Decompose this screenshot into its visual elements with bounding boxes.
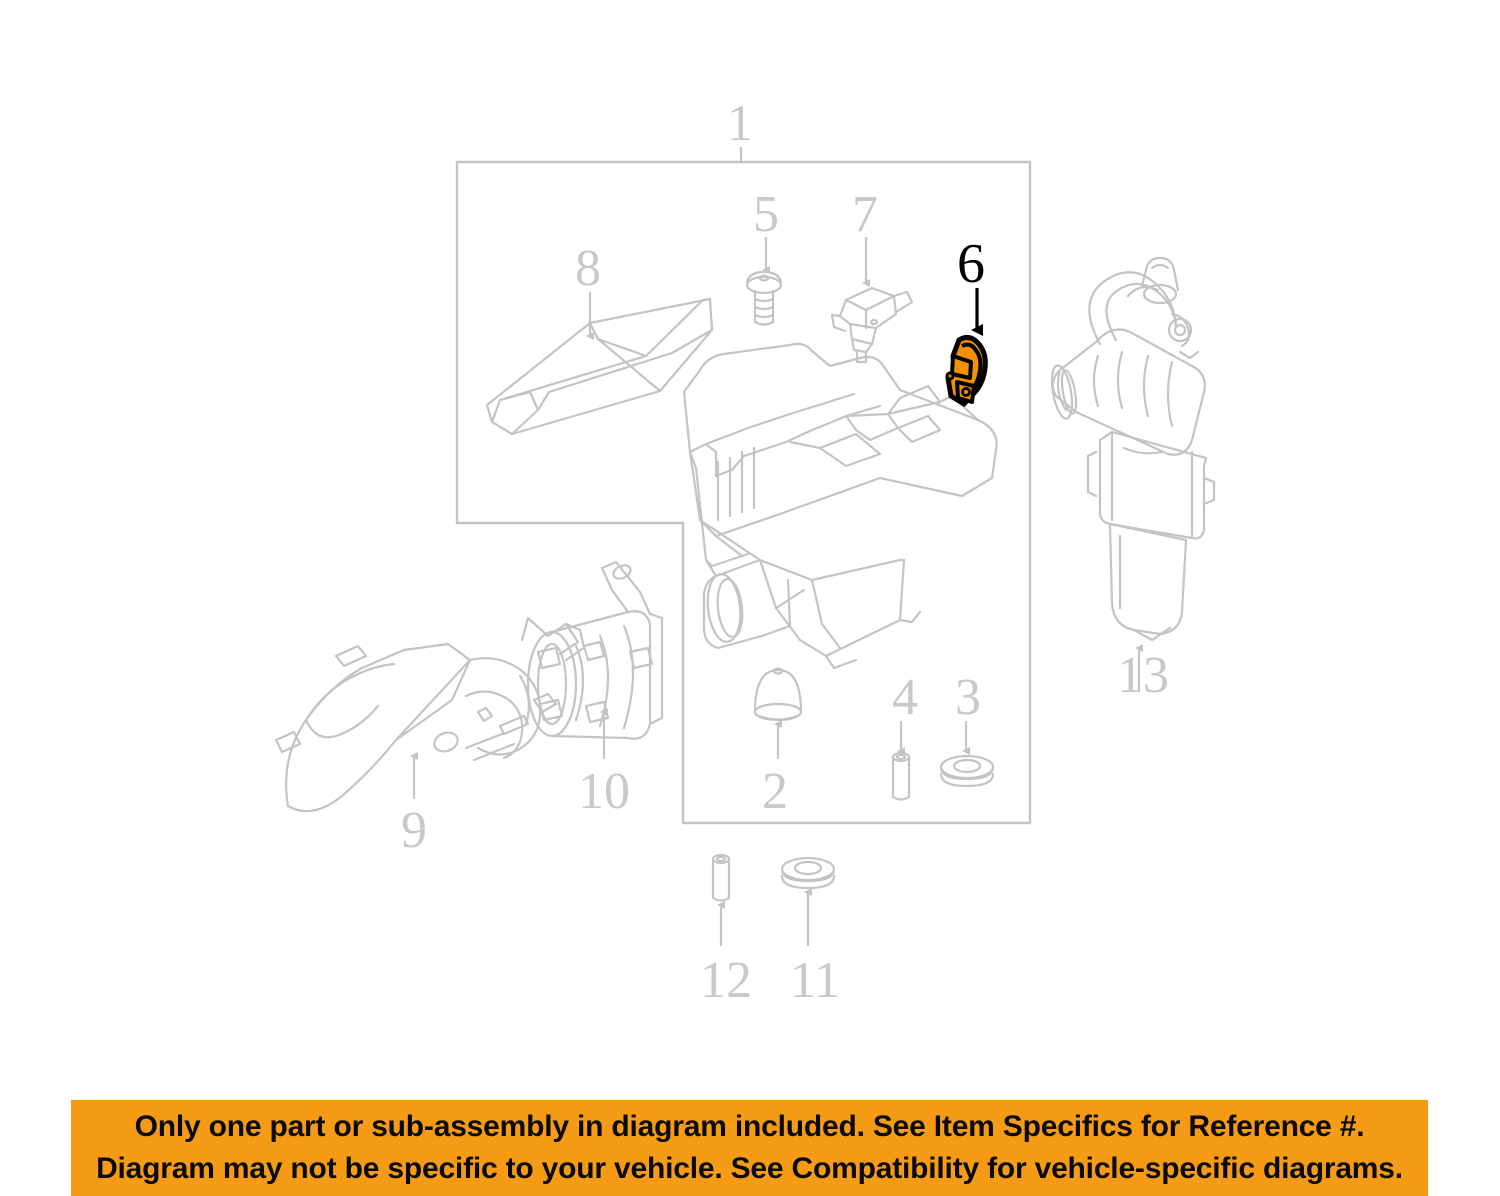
part-7-air-mass-sensor [830, 286, 914, 364]
callout-number-12: 12 [700, 952, 752, 1009]
banner-line-1: Only one part or sub-assembly in diagram… [134, 1110, 1365, 1143]
part-8-air-filter-element [485, 297, 714, 436]
callout-number-4: 4 [892, 669, 918, 726]
part-13-intake-hose-assembly [1050, 256, 1216, 642]
callout-number-7: 7 [852, 186, 878, 243]
part-9-air-intake-duct [274, 616, 586, 813]
part-3-grommet [939, 754, 995, 788]
part-4-sleeve [891, 751, 911, 801]
callout-number-13: 13 [1117, 647, 1169, 704]
part-2-rubber-cap [753, 667, 803, 722]
air-cleaner-housing [682, 342, 998, 670]
callout-number-6: 6 [957, 233, 985, 295]
banner-line-2: Diagram may not be specific to your vehi… [96, 1152, 1403, 1185]
part-6-bracket-clip-highlighted [945, 334, 988, 407]
part-5-screw [745, 270, 783, 326]
callout-number-11: 11 [790, 952, 841, 1009]
part-10-intake-resonator [526, 560, 664, 740]
callout-number-2: 2 [762, 763, 788, 820]
part-12-sleeve [711, 853, 731, 902]
disclaimer-banner: Only one part or sub-assembly in diagram… [71, 1100, 1428, 1196]
callout-number-5: 5 [753, 186, 779, 243]
group-box-outline [455, 160, 1032, 825]
callout-number-3: 3 [955, 669, 981, 726]
callout-number-8: 8 [575, 240, 601, 297]
callout-number-1: 1 [727, 95, 753, 152]
leader-arrows [410, 146, 1143, 947]
callout-number-9: 9 [401, 802, 427, 859]
callout-number-10: 10 [578, 763, 630, 820]
part-11-grommet [780, 856, 836, 890]
